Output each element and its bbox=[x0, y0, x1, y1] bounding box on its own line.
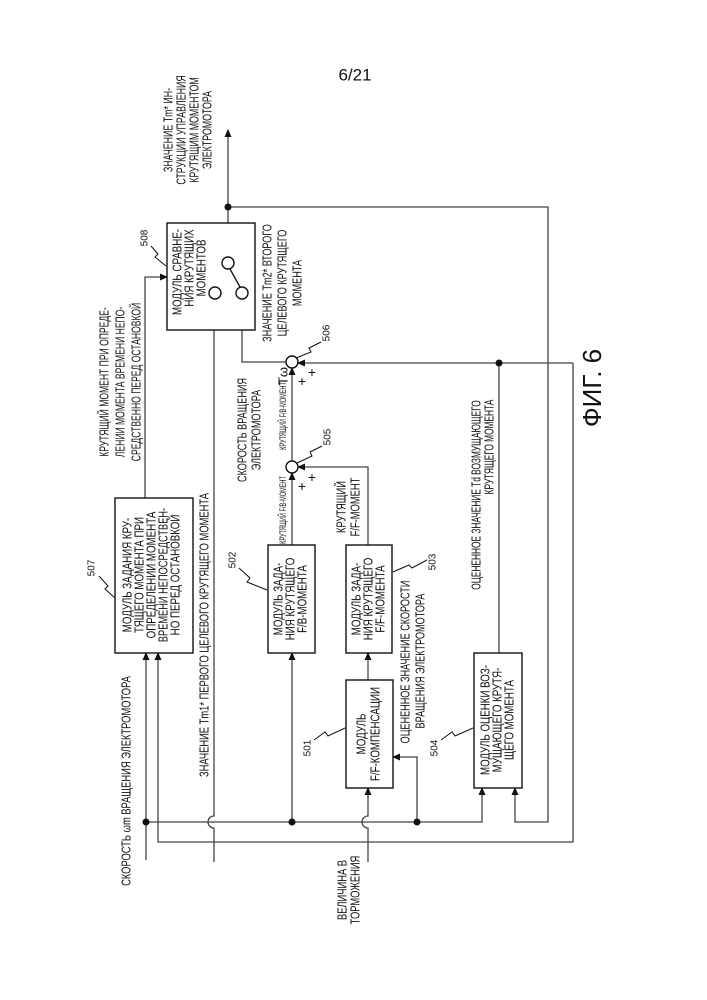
speed-label: СКОРОСТЬ ВРАЩЕНИЯ bbox=[236, 378, 250, 482]
junction-dot bbox=[414, 819, 421, 826]
stop-torque-label: КРУТЯЩИЙ МОМЕНТ ПРИ ОПРЕДЕ- bbox=[97, 307, 112, 457]
block-504-text: ЩЕГО МОМЕНТА bbox=[503, 680, 516, 760]
wm-label: СКОРОСТЬ ωm ВРАЩЕНИЯ ЭЛЕКТРОМОТОРА bbox=[120, 676, 134, 886]
ref-502: 502 bbox=[228, 551, 239, 568]
td-label: КРУТЯЩЕГО МОМЕНТА bbox=[483, 399, 497, 494]
leader-501 bbox=[314, 728, 345, 740]
junction-dot bbox=[225, 204, 232, 211]
tm2-label: ЗНАЧЕНИЕ Tm2* ВТОРОГО bbox=[261, 224, 275, 342]
leader-504 bbox=[441, 728, 473, 740]
leader-506 bbox=[296, 342, 321, 358]
wm-bus-line bbox=[146, 788, 482, 822]
tm1-label: ЗНАЧЕНИЕ Tm1* ПЕРВОГО ЦЕЛЕВОГО КРУТЯЩЕГО… bbox=[198, 493, 212, 777]
tm-output-label: СТРУКЦИИ УПРАВЛЕНИЯ bbox=[175, 75, 189, 184]
ref-501: 501 bbox=[303, 739, 314, 756]
ff-torque-label: КРУТЯЩИЙ bbox=[334, 481, 349, 533]
leader-508 bbox=[151, 246, 166, 266]
tm-output-label: ЭЛЕКТРОМОТОРА bbox=[201, 90, 215, 169]
plus-sign: + bbox=[308, 469, 316, 485]
block-502-text: F/B-МОМЕНТА bbox=[296, 565, 309, 633]
leader-503 bbox=[393, 560, 427, 572]
junction-dot bbox=[289, 819, 296, 826]
ref-506: 506 bbox=[322, 324, 333, 341]
ref-508: 508 bbox=[140, 229, 151, 246]
plus-sign: + bbox=[298, 478, 306, 494]
507-to-508-line bbox=[145, 277, 167, 498]
tm-output-label: ЗНАЧЕНИЕ Tm* ИН- bbox=[162, 88, 176, 172]
leader-502 bbox=[239, 568, 267, 590]
figure-label: ФИГ. 6 bbox=[577, 349, 607, 427]
page-number: 6/21 bbox=[338, 66, 371, 85]
est-speed-label: ВРАЩЕНИЯ ЭЛЕКТРОМОТОРА bbox=[414, 593, 428, 728]
fb-torque-label: КРУТЯЩИЙ F/B-МОМЕНТ bbox=[278, 476, 289, 544]
stop-torque-label: ЛЕНИИ МОМЕНТА ВРЕМЕНИ НЕПО- bbox=[114, 307, 128, 458]
junction-dot bbox=[143, 819, 150, 826]
block-508-text: МОМЕНТОВ bbox=[195, 240, 208, 297]
ref-503: 503 bbox=[428, 553, 439, 570]
fb-torque-label: КРУТЯЩИЙ F/B-МОМЕНТ bbox=[278, 382, 289, 450]
brake-input-line bbox=[362, 788, 368, 862]
block-503-text: F/F-МОМЕНТА bbox=[374, 565, 387, 633]
junction-dot bbox=[496, 360, 503, 367]
tm-output-label: КРУТЯЩИМ МОМЕНТОМ bbox=[188, 77, 202, 183]
est-speed-label: ОЦЕНЕННОЕ ЗНАЧЕНИЕ СКОРОСТИ bbox=[399, 581, 413, 744]
ref-505: 505 bbox=[323, 428, 334, 445]
tomega-label: Tω bbox=[276, 367, 291, 385]
leader-505 bbox=[297, 446, 322, 463]
switch-contact-1 bbox=[209, 287, 221, 299]
ref-507: 507 bbox=[87, 559, 98, 576]
block-507-text: НО ПЕРЕД ОСТАНОВКОЙ bbox=[168, 515, 182, 636]
brake-label: ВЕЛИЧИНА В bbox=[336, 860, 350, 920]
ref-504: 504 bbox=[430, 739, 441, 756]
plus-sign: + bbox=[298, 373, 306, 389]
plus-sign: + bbox=[308, 364, 316, 380]
speed-label: ЭЛЕКТРОМОТОРА bbox=[250, 389, 264, 470]
ff-torque-label: F/F-МОМЕНТ bbox=[349, 478, 363, 537]
switch-contact-2 bbox=[236, 287, 248, 299]
stop-torque-label: СРЕДСТВЕННО ПЕРЕД ОСТАНОВКОЙ bbox=[129, 303, 144, 461]
block-501-text: МОДУЛЬ bbox=[355, 714, 368, 755]
switch-common bbox=[222, 257, 234, 269]
tm2-label: ЦЕЛЕВОГО КРУТЯЩЕГО bbox=[276, 229, 290, 336]
leader-507 bbox=[99, 576, 115, 598]
brake-label: ТОРМОЖЕНИЯ bbox=[349, 856, 363, 925]
adder-505 bbox=[286, 461, 298, 473]
est-speed-to-501-line bbox=[393, 757, 417, 822]
block-501-text: F/F-КОМПЕНСАЦИИ bbox=[369, 687, 382, 781]
tm2-label: МОМЕНТА bbox=[291, 259, 305, 306]
